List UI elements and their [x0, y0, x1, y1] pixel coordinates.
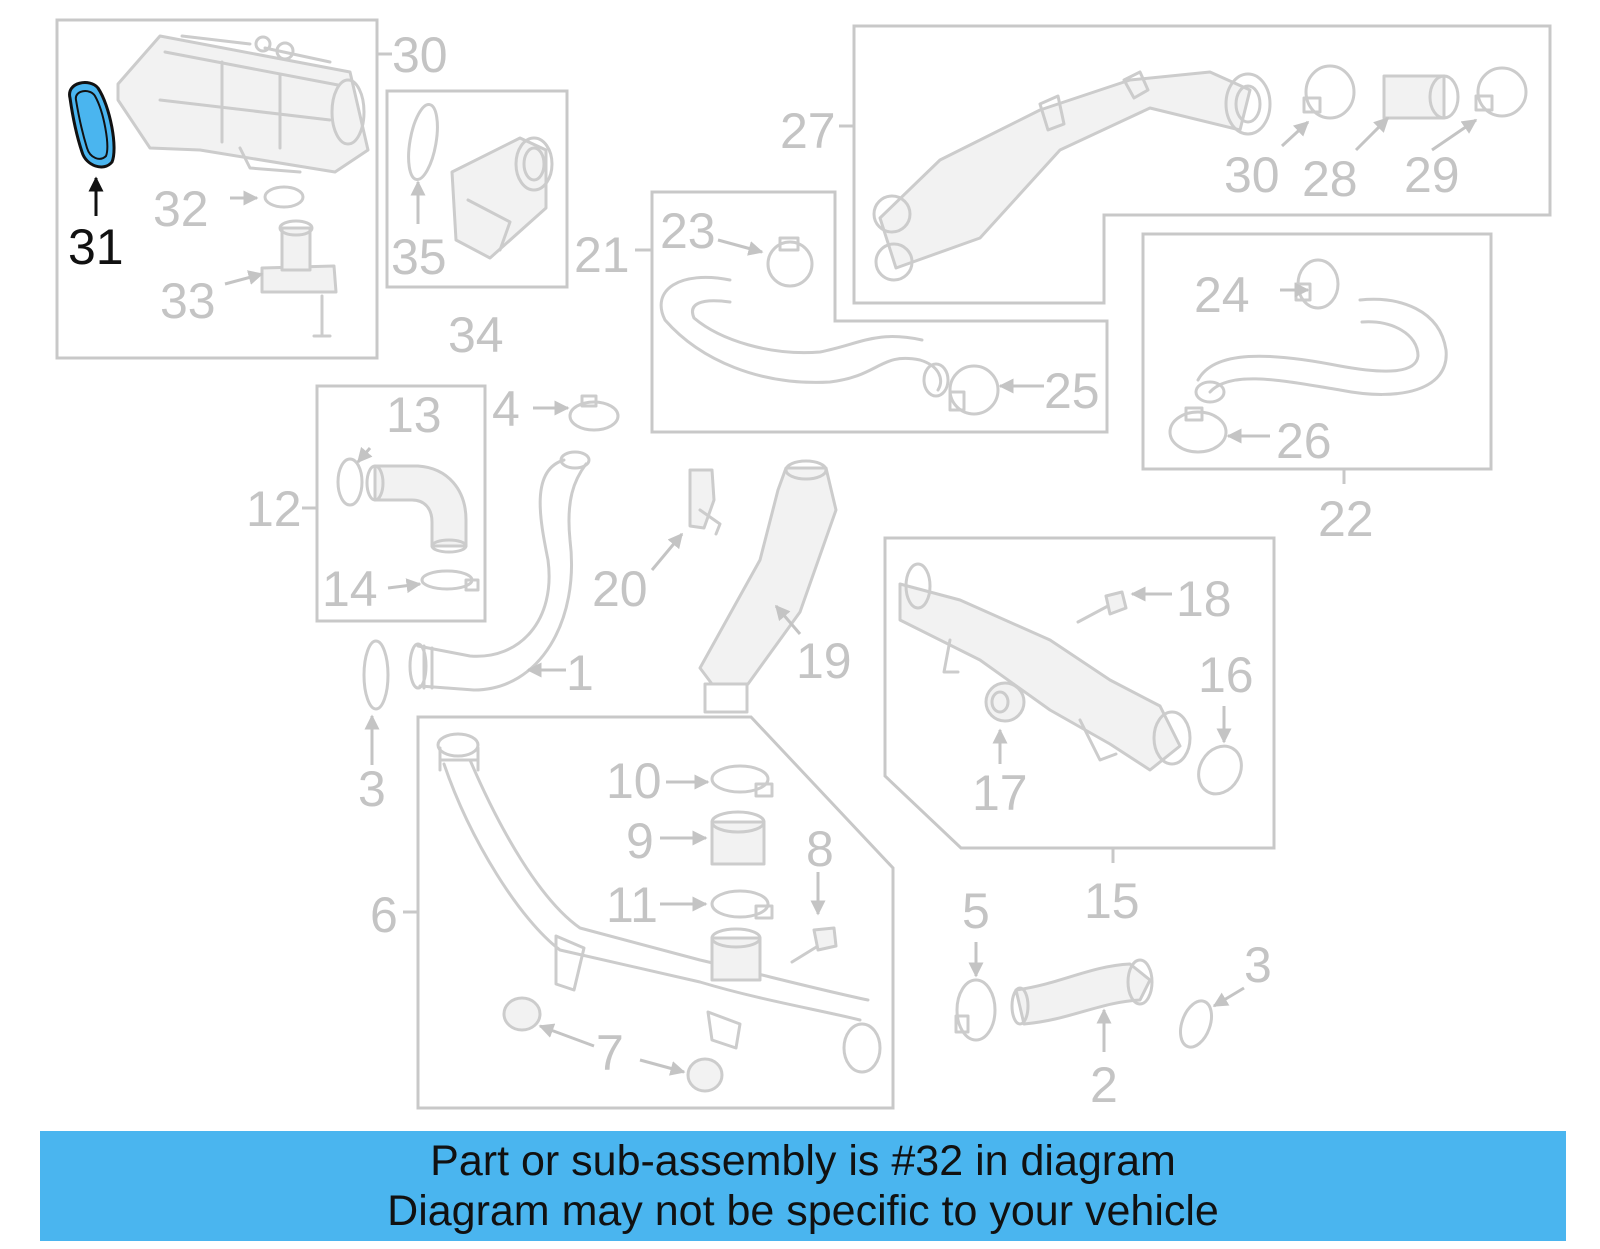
group-box-6 — [416, 715, 895, 1110]
callout-24: 24 — [1194, 267, 1250, 323]
banner-line-disclaimer: Diagram may not be specific to your vehi… — [387, 1187, 1219, 1235]
callout-20: 20 — [592, 561, 648, 617]
callout-19: 19 — [796, 633, 852, 689]
callout-15: 15 — [1084, 873, 1140, 929]
callout-5: 5 — [962, 883, 990, 939]
callout-1: 1 — [566, 645, 594, 701]
part-19-pipe — [698, 459, 838, 714]
part-35-throttle-body — [450, 136, 554, 260]
banner-line-part: Part or sub-assembly is #32 in diagram — [430, 1137, 1176, 1185]
info-banner: Part or sub-assembly is #32 in diagram D… — [40, 1131, 1566, 1241]
part-9-sleeve — [710, 810, 766, 866]
group-box-21 — [650, 190, 1109, 434]
part-20-sensor — [688, 468, 722, 536]
part-7-bushing-b — [686, 1057, 724, 1093]
callout-17: 17 — [972, 765, 1028, 821]
leader-lines — [88, 116, 1478, 1076]
part-14-clamp — [420, 569, 480, 592]
part-34-flange — [260, 219, 338, 338]
callout-35: 34 — [448, 307, 504, 363]
callout-25: 25 — [1044, 363, 1100, 419]
part-12-elbow — [365, 464, 468, 554]
part-30-clamp — [1302, 64, 1356, 120]
part-5-clamp — [954, 978, 997, 1042]
callout-16: 16 — [1198, 647, 1254, 703]
part-29-clamp — [1474, 66, 1528, 118]
callout-22: 22 — [1318, 491, 1374, 547]
callout-6: 6 — [370, 887, 398, 943]
part-4-clamp — [568, 394, 620, 432]
part-3-oring-right — [1178, 999, 1214, 1049]
part-26-clamp — [1168, 406, 1228, 454]
parts-diagram: 30 31 32 33 35 34 13 12 14 4 1 3 20 19 2… — [55, 18, 1552, 1113]
part-2-hose — [1010, 958, 1154, 1026]
callout-28: 28 — [1302, 151, 1358, 207]
callout-4: 4 — [492, 381, 520, 437]
part-13-ring — [336, 457, 364, 507]
group-box-31 — [55, 18, 379, 360]
part-36-oring — [407, 103, 439, 181]
part-6-pipe — [436, 732, 882, 1074]
part-31-manifold — [116, 34, 370, 174]
callout-labels: 30 31 32 33 35 34 13 12 14 4 1 3 20 19 2… — [68, 27, 1460, 1113]
part-1-hose — [416, 458, 588, 692]
callout-33: 32 — [153, 181, 209, 237]
callout-3-left: 3 — [358, 761, 386, 817]
group-box-15 — [883, 536, 1276, 850]
callout-2: 2 — [1090, 1057, 1118, 1113]
callout-31: 30 — [392, 27, 448, 83]
callout-30: 30 — [1224, 147, 1280, 203]
callout-10: 10 — [606, 753, 662, 809]
part-32-gasket — [68, 81, 116, 169]
part-16-oring — [1197, 744, 1243, 796]
part-11-clamp — [710, 889, 774, 920]
part-8-bolt — [790, 926, 838, 964]
callout-21: 21 — [574, 227, 630, 283]
group-box-27 — [852, 24, 1552, 305]
callout-18: 18 — [1176, 571, 1232, 627]
callout-13: 13 — [386, 387, 442, 443]
part-24-clamp — [1294, 258, 1340, 310]
group-box-12 — [315, 384, 487, 623]
callout-27: 27 — [780, 103, 836, 159]
group-box-35 — [385, 89, 569, 289]
callout-8: 8 — [806, 821, 834, 877]
callout-23: 23 — [660, 203, 716, 259]
callout-14: 14 — [322, 561, 378, 617]
callout-11: 11 — [606, 877, 658, 933]
part-23-clamp — [766, 236, 814, 288]
callout-3-right: 3 — [1244, 937, 1272, 993]
callout-7: 7 — [596, 1025, 624, 1081]
part-18-bolt — [1076, 590, 1128, 624]
part-25-clamp — [948, 364, 1000, 416]
part-10-clamp — [710, 764, 774, 798]
part-22-hose — [1196, 297, 1448, 396]
callout-26: 26 — [1276, 413, 1332, 469]
part-21-hose — [659, 275, 943, 392]
callout-32: 31 — [68, 219, 124, 275]
part-27-pipe — [872, 70, 1272, 282]
part-7-bushing-a — [502, 996, 542, 1032]
part-3-oring-left — [362, 639, 390, 711]
callout-34: 33 — [160, 273, 216, 329]
part-33-ring — [263, 185, 305, 209]
part-15-pipe — [898, 562, 1192, 772]
part-28-sleeve — [1382, 74, 1460, 120]
callout-36: 35 — [391, 229, 447, 285]
callout-29: 29 — [1404, 147, 1460, 203]
part-17-bushing — [984, 681, 1026, 723]
callout-12: 12 — [246, 481, 302, 537]
callout-9: 9 — [626, 813, 654, 869]
group-box-22 — [1141, 232, 1493, 471]
